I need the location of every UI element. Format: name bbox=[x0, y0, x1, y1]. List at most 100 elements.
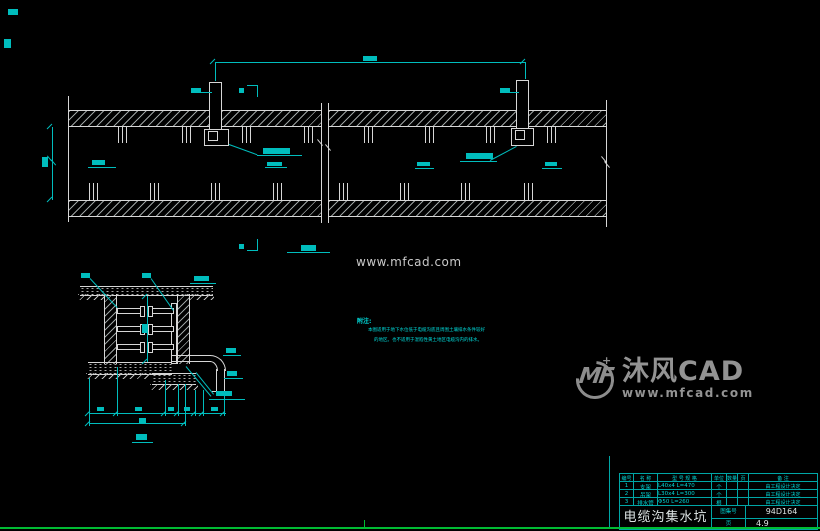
bom-row-no: 2 bbox=[624, 491, 629, 497]
table-line bbox=[711, 505, 712, 530]
drain-pipe-vertical bbox=[224, 369, 225, 391]
support-bracket bbox=[151, 326, 174, 332]
table-line bbox=[737, 474, 738, 505]
drain-riser-pipe bbox=[516, 80, 529, 131]
cable-bracket-stub bbox=[486, 126, 495, 143]
bracket-end-plate bbox=[148, 324, 153, 335]
dimension-text bbox=[142, 324, 147, 333]
atlas-number-value: 94D164 bbox=[765, 507, 798, 516]
annotation-text bbox=[267, 162, 282, 166]
logo-mf-letters: MF bbox=[577, 364, 614, 389]
page-value: 4.9 bbox=[756, 519, 769, 528]
logo-brand-url: www.mfcad.com bbox=[622, 386, 754, 400]
annotation-text bbox=[191, 88, 201, 93]
pit-wall-right bbox=[177, 294, 190, 364]
leader-line bbox=[509, 92, 519, 93]
bom-header-qty: 数量 bbox=[727, 476, 737, 482]
table-line bbox=[657, 474, 658, 505]
section-cut-mark bbox=[257, 239, 258, 251]
bom-row-spec: L40x4 L=470 bbox=[658, 483, 695, 489]
title-block: 编号 名 称 型 号 规 格 单位 数量 页 备 注 1 支架 L40x4 L=… bbox=[619, 473, 818, 530]
annotation-underline bbox=[257, 155, 302, 156]
table-line bbox=[633, 474, 634, 505]
drain-pipe-bottom bbox=[172, 361, 211, 362]
dimension-text bbox=[168, 407, 174, 411]
bracket-end-plate bbox=[140, 306, 145, 317]
trench-wall-bottom-right bbox=[329, 200, 606, 217]
soil-hatch bbox=[150, 384, 198, 390]
trench-wall-top-right bbox=[329, 110, 606, 127]
bom-header-spec: 型 号 规 格 bbox=[672, 476, 697, 482]
bom-row-name: 吊架 bbox=[639, 493, 651, 499]
dimension-extension bbox=[203, 390, 204, 416]
annotation-text bbox=[466, 153, 493, 159]
dimension-extension bbox=[185, 384, 186, 426]
dimension-text bbox=[211, 407, 218, 411]
dimension-extension bbox=[89, 378, 90, 426]
soil-hatch bbox=[78, 294, 106, 300]
dimension-line bbox=[52, 127, 53, 200]
bom-header-page: 页 bbox=[740, 476, 746, 482]
plan-view bbox=[0, 0, 820, 260]
annotation-underline bbox=[88, 167, 116, 168]
bom-row-name: 排水管 bbox=[637, 501, 654, 507]
viewport-artifact bbox=[4, 39, 11, 48]
support-bracket bbox=[151, 344, 174, 350]
logo-brand-name: 沐风CAD bbox=[622, 356, 745, 387]
table-line bbox=[620, 489, 817, 490]
table-line bbox=[745, 505, 746, 530]
dimension-text bbox=[139, 418, 146, 423]
bracket-end-plate bbox=[140, 342, 145, 353]
cable-bracket-stub bbox=[425, 126, 434, 143]
dimension-line bbox=[90, 413, 226, 414]
cable-bracket-stub bbox=[524, 183, 533, 200]
section-caption-underline bbox=[132, 442, 153, 443]
ground-slab bbox=[80, 286, 213, 296]
annotation-text bbox=[194, 276, 209, 281]
cable-bracket-stub bbox=[89, 183, 98, 200]
dimension-text bbox=[42, 157, 48, 167]
sump-pit-inner bbox=[208, 131, 218, 141]
pit-wall-left bbox=[104, 294, 117, 364]
annotation-underline bbox=[190, 283, 216, 284]
trench-wall-top-left bbox=[69, 110, 321, 127]
table-line bbox=[620, 481, 817, 482]
frame-vertical-line bbox=[609, 456, 610, 529]
notes-title: 附注: bbox=[357, 318, 372, 325]
trench-wall-bottom-left bbox=[69, 200, 321, 217]
dimension-extension bbox=[525, 62, 526, 79]
logo-spark-icon: + bbox=[602, 354, 612, 367]
table-line bbox=[620, 505, 817, 506]
drain-riser-pipe bbox=[209, 82, 222, 131]
cable-bracket-stub bbox=[400, 183, 409, 200]
section-cut-mark bbox=[257, 85, 258, 97]
annotation-text bbox=[500, 88, 510, 93]
mfcad-logo-icon: MF + bbox=[568, 353, 622, 407]
cable-bracket-stub bbox=[339, 183, 348, 200]
page-label: 页 bbox=[725, 521, 732, 527]
annotation-text bbox=[545, 162, 557, 166]
drain-pipe-top bbox=[172, 355, 211, 356]
annotation-underline bbox=[265, 167, 287, 168]
cable-bracket-stub bbox=[304, 126, 313, 143]
section-cut-number bbox=[239, 244, 244, 249]
bom-row-remark: 由工程设计决定 bbox=[765, 484, 801, 490]
dimension-line bbox=[90, 423, 186, 424]
annotation-text bbox=[226, 348, 236, 353]
dimension-extension bbox=[195, 390, 196, 416]
depth-dimension bbox=[147, 296, 148, 362]
cable-bracket-stub bbox=[242, 126, 251, 143]
bom-row-no: 3 bbox=[624, 499, 629, 505]
plan-break-line bbox=[328, 103, 329, 223]
soil-hatch bbox=[86, 373, 150, 379]
cable-bracket-stub bbox=[547, 126, 556, 143]
bracket-end-plate bbox=[148, 306, 153, 317]
dimension-text bbox=[135, 407, 142, 411]
annotation-underline bbox=[224, 378, 243, 379]
leader-line bbox=[228, 144, 258, 156]
annotation-text bbox=[417, 162, 430, 166]
cable-bracket-stub bbox=[118, 126, 127, 143]
drawing-title: 电缆沟集水坑 bbox=[623, 510, 708, 525]
embedded-plate bbox=[171, 303, 177, 364]
atlas-number-label: 图集号 bbox=[720, 509, 737, 515]
